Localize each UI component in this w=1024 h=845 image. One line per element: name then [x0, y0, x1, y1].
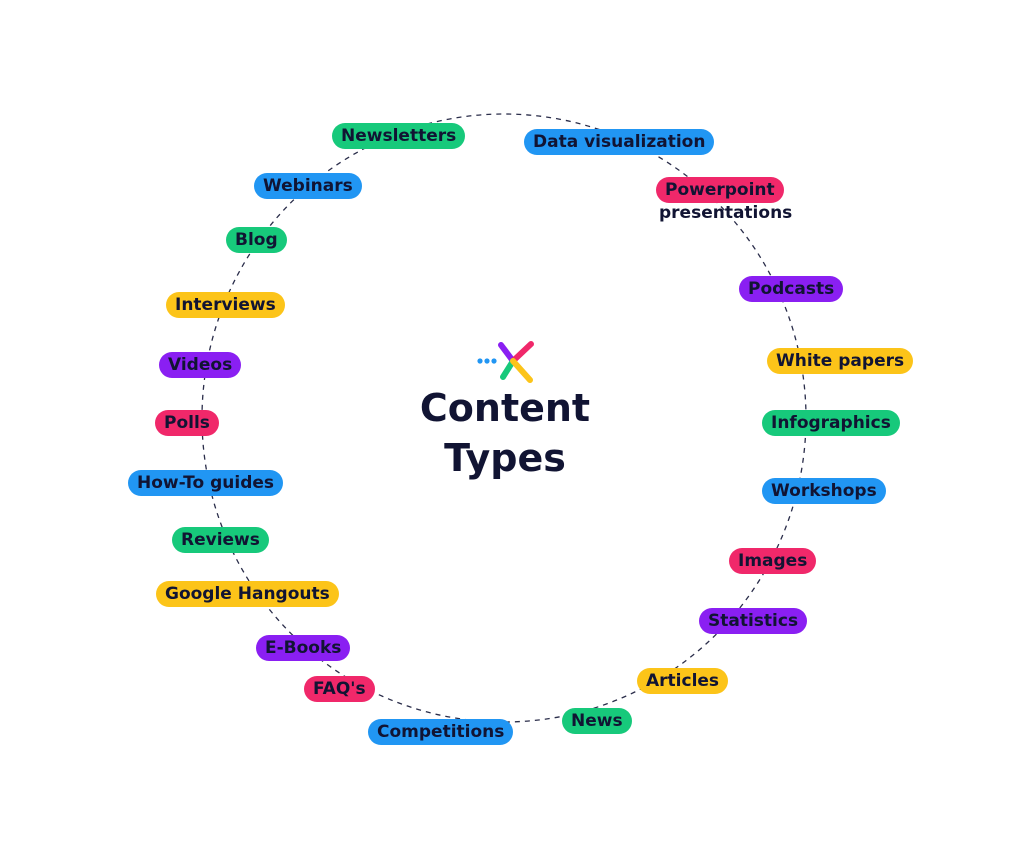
pill-polls: Polls — [155, 410, 219, 436]
pill-white-papers: White papers — [767, 348, 914, 374]
pill-powerpoint: Powerpoint — [656, 177, 784, 203]
pill-podcasts: Podcasts — [739, 276, 844, 302]
pill-google-hangouts: Google Hangouts — [156, 581, 339, 607]
pill-interviews: Interviews — [166, 292, 285, 318]
pill-how-to-guides: How-To guides — [128, 470, 284, 496]
pill-newsletters: Newsletters — [332, 123, 466, 149]
pill-articles: Articles — [637, 668, 729, 694]
pill-e-books: E-Books — [256, 635, 351, 661]
pill-faqs: FAQ's — [304, 676, 375, 702]
title-line-2: Types — [444, 436, 566, 480]
pill-infographics: Infographics — [762, 410, 900, 436]
brand-arrow-x-icon — [477, 341, 534, 383]
pill-blog: Blog — [226, 227, 287, 253]
pill-data-visualization: Data visualization — [524, 129, 715, 155]
pill-reviews: Reviews — [172, 527, 269, 553]
pill-workshops: Workshops — [762, 478, 886, 504]
title-line-1: Content — [419, 386, 591, 430]
pill-videos: Videos — [159, 352, 242, 378]
pill-images: Images — [729, 548, 817, 574]
pill-powerpoint-sublabel: presentations — [659, 203, 793, 223]
pill-statistics: Statistics — [699, 608, 808, 634]
pill-competitions: Competitions — [368, 719, 514, 745]
pill-news: News — [562, 708, 632, 734]
pill-webinars: Webinars — [254, 173, 362, 199]
